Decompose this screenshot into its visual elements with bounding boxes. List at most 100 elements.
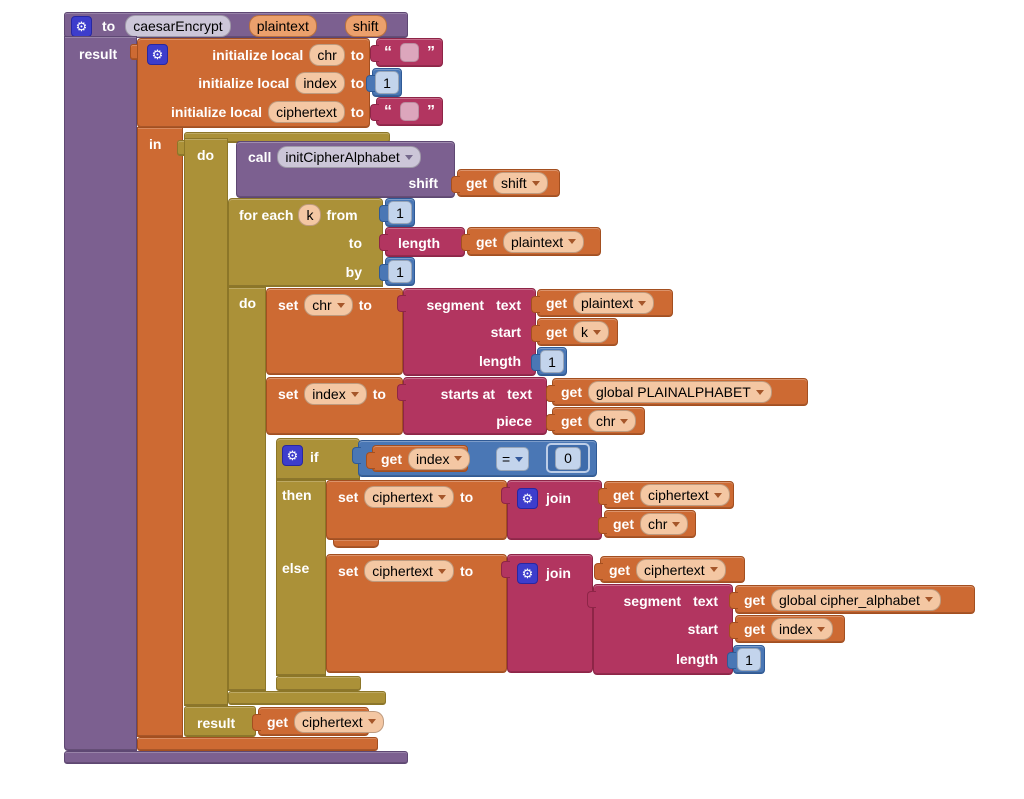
get-index-block-else[interactable]: get index <box>729 615 845 643</box>
init-block-bottom[interactable] <box>137 737 378 751</box>
var-dropdown-index[interactable]: index <box>408 447 471 470</box>
init-to-label-2: to <box>350 75 364 91</box>
zero-socket: 0 <box>546 443 590 473</box>
set-chr-block[interactable]: set chr to <box>266 288 403 375</box>
dropdown-arrow-icon <box>924 597 933 602</box>
var-dropdown-ciphertext[interactable]: ciphertext <box>364 560 454 582</box>
set-index-block[interactable]: set index to <box>266 377 403 435</box>
var-dropdown-ciphertext[interactable]: ciphertext <box>294 710 384 733</box>
number-field[interactable]: 1 <box>375 71 399 94</box>
if-mutator-gear-icon[interactable]: ⚙ <box>282 445 303 466</box>
get-chr-block-2[interactable]: get chr <box>598 510 696 538</box>
var-dropdown-index[interactable]: index <box>304 383 367 405</box>
segment-block-1[interactable]: segment text start length <box>397 288 536 376</box>
for-each-do-wall[interactable]: do <box>228 287 266 691</box>
var-dropdown-chr[interactable]: chr <box>304 294 353 316</box>
var-dropdown-chr[interactable]: chr <box>640 513 689 535</box>
var-dropdown-ciphertext[interactable]: ciphertext <box>364 486 454 508</box>
get-index-block-condition[interactable]: get index <box>366 445 471 472</box>
doresult-result-row[interactable]: result <box>184 706 256 737</box>
number-block-seg2-length[interactable]: 1 <box>727 645 765 674</box>
text-label: text <box>496 297 521 313</box>
text-label: text <box>507 386 532 402</box>
var-dropdown-ciphertext[interactable]: ciphertext <box>640 484 730 506</box>
join-mutator-gear-icon[interactable]: ⚙ <box>517 488 538 509</box>
to-label: to <box>459 489 474 505</box>
var-dropdown-global-plainalphabet[interactable]: global PLAINALPHABET <box>588 381 772 403</box>
proc-to-label: to <box>102 18 116 34</box>
init-block-in-wall[interactable]: in <box>137 127 183 737</box>
get-ciphertext-result-block[interactable]: get ciphertext <box>252 707 384 736</box>
number-block-seg1-length[interactable]: 1 <box>531 347 567 376</box>
segment-label: segment <box>426 297 485 313</box>
number-field-zero[interactable]: 0 <box>555 446 581 470</box>
get-global-cipher-alphabet-block[interactable]: get global cipher_alphabet <box>729 585 975 614</box>
number-block-by[interactable]: 1 <box>379 257 415 286</box>
number-field[interactable]: 1 <box>737 648 761 671</box>
local-var-index-field[interactable]: index <box>295 72 345 94</box>
param-plaintext-pill[interactable]: plaintext <box>248 15 317 37</box>
dropdown-arrow-icon <box>454 456 463 461</box>
procedure-block-bottom[interactable] <box>64 751 408 764</box>
string-text-field[interactable] <box>400 102 419 121</box>
var-dropdown-ciphertext[interactable]: ciphertext <box>636 558 726 581</box>
if-block-bottom-bar[interactable] <box>276 676 361 691</box>
get-shift-block[interactable]: get shift <box>451 169 560 197</box>
call-proc-dropdown[interactable]: initCipherAlphabet <box>277 146 421 168</box>
string-text-field[interactable] <box>400 43 419 62</box>
start-label: start <box>687 621 718 637</box>
number-field[interactable]: 1 <box>540 350 564 373</box>
call-initcipheralphabet-block[interactable]: call initCipherAlphabet shift <box>236 141 455 198</box>
var-dropdown-plaintext[interactable]: plaintext <box>573 292 655 314</box>
get-ciphertext-block-else[interactable]: get ciphertext <box>594 556 745 583</box>
local-var-ciphertext-field[interactable]: ciphertext <box>268 101 345 123</box>
doresult-left-wall[interactable]: do <box>184 138 228 706</box>
operator-dropdown[interactable]: = <box>496 447 530 471</box>
dropdown-arrow-icon <box>713 492 722 498</box>
if-block-header[interactable]: ⚙ if <box>276 438 360 480</box>
loop-var-k-field[interactable]: k <box>298 204 322 226</box>
mutator-gear-icon[interactable]: ⚙ <box>71 15 92 37</box>
get-k-block[interactable]: get k <box>531 318 618 346</box>
gear-glyph: ⚙ <box>521 566 534 581</box>
init-mutator-gear-icon[interactable]: ⚙ <box>147 44 168 65</box>
dropdown-arrow-icon <box>638 300 647 306</box>
procedure-block-left-wall[interactable]: result <box>64 36 137 751</box>
get-label: get <box>613 487 634 503</box>
var-dropdown-plaintext[interactable]: plaintext <box>503 230 585 253</box>
empty-string-block-chr[interactable]: “ ” <box>370 38 443 67</box>
get-plaintext-block-2[interactable]: get plaintext <box>531 289 673 317</box>
segment-block-2[interactable]: segment text start length <box>587 584 733 675</box>
get-plaintext-block-1[interactable]: get plaintext <box>461 227 601 256</box>
number-field[interactable]: 1 <box>388 201 412 224</box>
set-ciphertext-then-block[interactable]: set ciphertext to <box>326 480 507 540</box>
dropdown-arrow-icon <box>709 567 718 572</box>
get-ciphertext-block-then[interactable]: get ciphertext <box>598 481 734 509</box>
for-each-bottom-bar[interactable] <box>228 691 386 705</box>
starts-at-block[interactable]: starts at text piece <box>397 377 547 435</box>
get-chr-block-1[interactable]: get chr <box>546 407 645 435</box>
join-block-then[interactable]: ⚙ join <box>501 480 602 540</box>
empty-string-block-ciphertext[interactable]: “ ” <box>370 97 443 126</box>
var-dropdown-chr[interactable]: chr <box>588 410 637 432</box>
number-block-init-index[interactable]: 1 <box>366 68 402 97</box>
dropdown-arrow-icon <box>568 239 577 244</box>
get-global-plainalphabet-block[interactable]: get global PLAINALPHABET <box>546 378 808 406</box>
var-dropdown-index[interactable]: index <box>771 618 834 640</box>
length-block[interactable]: length <box>379 227 465 257</box>
number-field[interactable]: 1 <box>388 260 412 283</box>
param-shift-pill[interactable]: shift <box>344 15 387 37</box>
number-block-from[interactable]: 1 <box>379 198 415 227</box>
if-block-left-wall[interactable]: then else <box>276 480 326 676</box>
join-mutator-gear-icon[interactable]: ⚙ <box>517 563 538 584</box>
var-dropdown-k[interactable]: k <box>573 321 609 343</box>
set-ciphertext-else-block[interactable]: set ciphertext to <box>326 554 507 673</box>
var-dropdown-global-cipher-alphabet[interactable]: global cipher_alphabet <box>771 588 941 611</box>
local-var-chr-field[interactable]: chr <box>309 44 345 66</box>
var-dropdown-shift[interactable]: shift <box>493 172 548 194</box>
procedure-name-field[interactable]: caesarEncrypt <box>125 15 231 37</box>
initialize-locals-block[interactable]: ⚙ initialize local chr to initialize loc… <box>137 38 370 128</box>
join-block-else[interactable]: ⚙ join <box>501 554 593 673</box>
procedure-block-header[interactable]: ⚙ to caesarEncrypt plaintext shift <box>64 12 408 38</box>
for-each-block[interactable]: for each k from to by <box>228 198 383 287</box>
